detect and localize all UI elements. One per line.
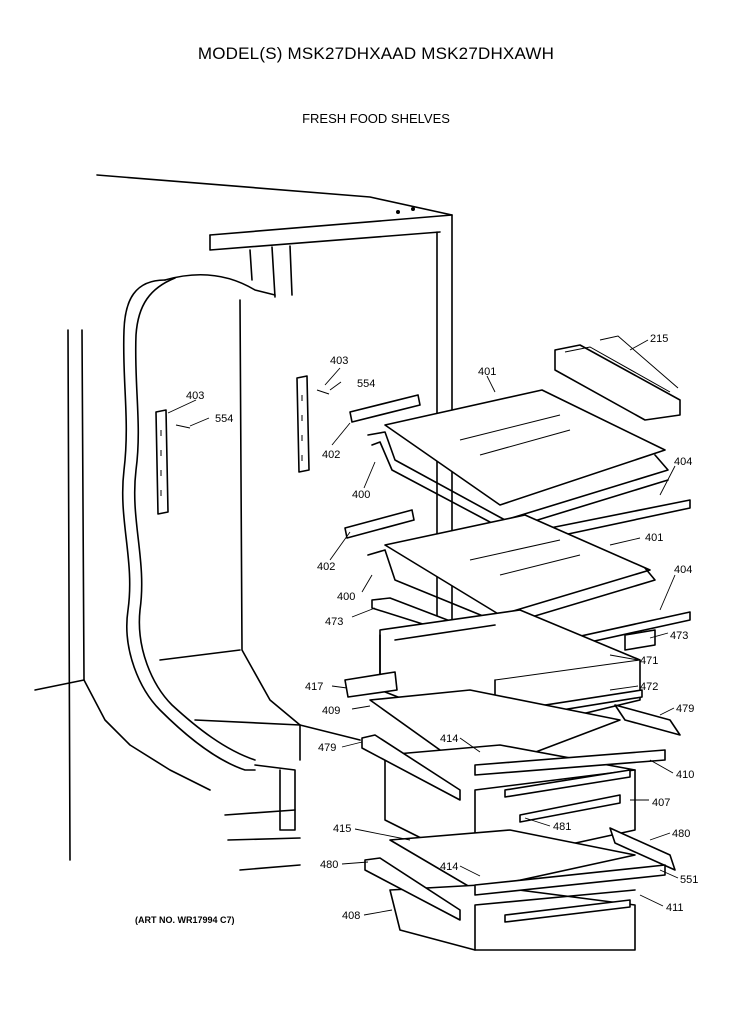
callout-417: 417 (305, 681, 323, 693)
callout-479: 479 (676, 703, 694, 715)
callout-554: 554 (215, 413, 233, 425)
callout-410: 410 (676, 769, 694, 781)
callout-551: 551 (680, 874, 698, 886)
callout-404: 404 (674, 564, 692, 576)
page-title: MODEL(S) MSK27DHXAAD MSK27DHXAWH (197, 44, 555, 63)
shelf-support-rail-right (296, 375, 330, 473)
callout-414: 414 (440, 861, 458, 873)
callout-409: 409 (322, 705, 340, 717)
callout-554: 554 (357, 378, 375, 390)
callout-479: 479 (318, 742, 336, 754)
callout-481: 481 (553, 821, 571, 833)
callout-473: 473 (325, 616, 343, 628)
bottom-drawer (364, 829, 666, 951)
callout-415: 415 (333, 823, 351, 835)
callout-404: 404 (674, 456, 692, 468)
callout-408: 408 (342, 910, 360, 922)
callout-401: 401 (645, 532, 663, 544)
callout-411: 411 (666, 902, 684, 914)
callout-472: 472 (640, 681, 658, 693)
callout-403: 403 (186, 390, 204, 402)
callout-414: 414 (440, 733, 458, 745)
callout-407: 407 (652, 797, 670, 809)
shelf-support-rail-left (155, 409, 191, 515)
callout-480: 480 (672, 828, 690, 840)
callout-215: 215 (650, 333, 668, 345)
art-number: (ART NO. WR17994 C7) (135, 915, 235, 925)
callout-401: 401 (478, 366, 496, 378)
crisper-bin-tray-215 (554, 335, 681, 421)
callout-402: 402 (317, 561, 335, 573)
callout-400: 400 (352, 489, 370, 501)
callout-400: 400 (337, 591, 355, 603)
callout-leader-lines (167, 339, 679, 916)
upper-glass-shelf (349, 389, 691, 541)
callout-473: 473 (670, 630, 688, 642)
callout-402: 402 (322, 449, 340, 461)
callout-480: 480 (320, 859, 338, 871)
section-subtitle: FRESH FOOD SHELVES (302, 111, 450, 126)
callout-471: 471 (640, 655, 658, 667)
callout-labels: 215 401 403 554 403 554 402 400 404 401 … (186, 333, 698, 922)
callout-403: 403 (330, 355, 348, 367)
